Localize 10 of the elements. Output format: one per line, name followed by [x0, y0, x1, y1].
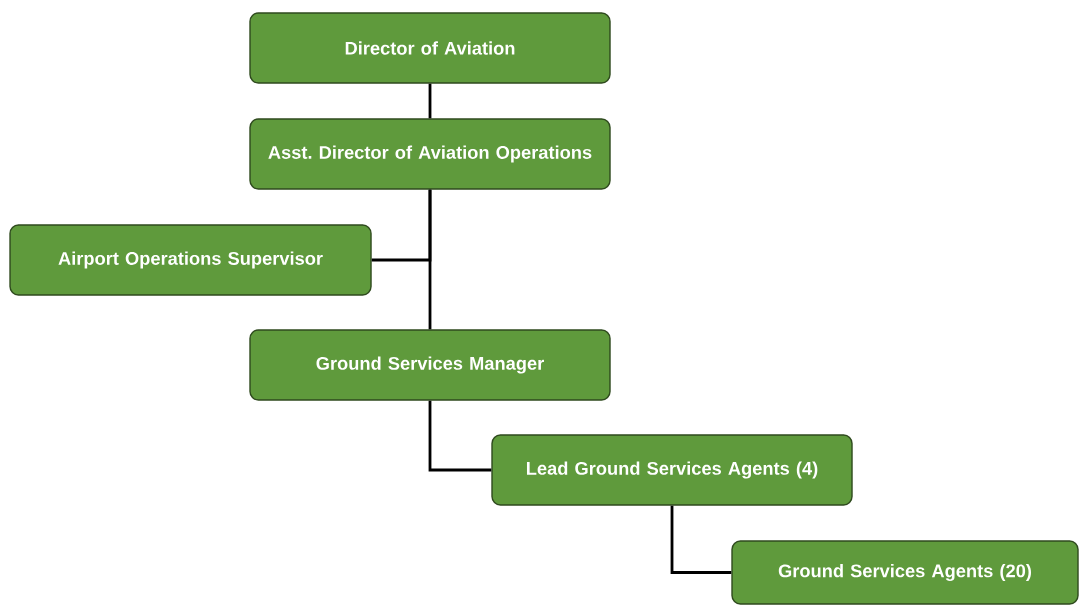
connector-line	[670, 505, 732, 574]
connector-line	[428, 400, 492, 472]
connector-line	[428, 189, 432, 330]
org-box: Airport Operations Supervisor	[9, 224, 372, 296]
org-box: Director of Aviation	[249, 12, 611, 84]
connector-line	[428, 83, 432, 119]
org-box: Lead Ground Services Agents (4)	[491, 434, 853, 506]
org-box: Ground Services Agents (20)	[731, 540, 1079, 605]
org-box: Asst. Director of Aviation Operations	[249, 118, 611, 190]
org-box: Ground Services Manager	[249, 329, 611, 401]
